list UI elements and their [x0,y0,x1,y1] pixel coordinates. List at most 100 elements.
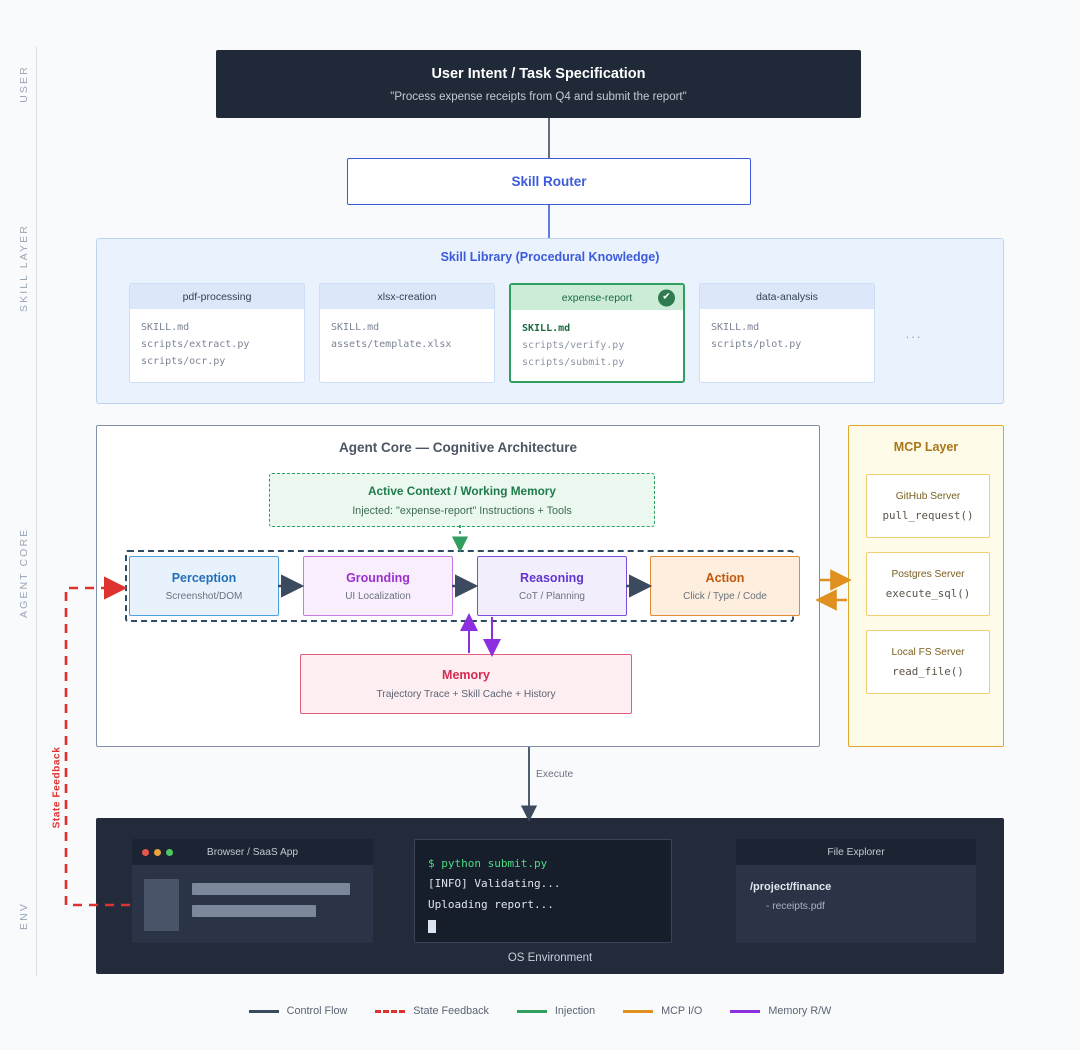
stage-subtitle: UI Localization [345,590,411,602]
legend-label: Control Flow [286,1005,348,1017]
skill-card-name: data-analysis [756,290,818,303]
memory-title: Memory [442,668,490,682]
traffic-lights-icon [142,848,173,856]
skill-card-files: SKILL.md scripts/plot.py [700,309,874,353]
browser-text-placeholder [192,883,350,895]
skill-router-title: Skill Router [511,174,587,189]
user-intent-box: User Intent / Task Specification "Proces… [216,50,861,118]
terminal-line: [INFO] Validating... [428,877,561,891]
legend-label: MCP I/O [661,1005,703,1017]
mcp-server-postgres[interactable]: Postgres Server execute_sql() [866,552,990,616]
legend-item-state-feedback: State Feedback [375,1005,489,1017]
rail-label-skill-layer: SKILL LAYER [18,224,30,312]
mcp-server-local-fs[interactable]: Local FS Server read_file() [866,630,990,694]
rail-label-env: ENV [18,902,30,930]
stage-subtitle: Click / Type / Code [683,590,767,602]
browser-text-placeholder [192,905,316,917]
mcp-server-fn: read_file() [892,664,964,678]
legend-swatch [730,1009,761,1013]
browser-pane-header: Browser / SaaS App [132,839,373,865]
browser-pane-label: Browser / SaaS App [206,846,299,858]
rail-label-user: USER [18,65,30,103]
active-context-box: Active Context / Working Memory Injected… [269,473,655,527]
skill-card-header: pdf-processing [130,284,304,309]
mcp-layer-title: MCP Layer [893,440,959,454]
legend-label: State Feedback [413,1005,489,1017]
memory-box[interactable]: Memory Trajectory Trace + Skill Cache + … [300,654,632,714]
mcp-server-fn: pull_request() [882,508,974,522]
memory-subtitle: Trajectory Trace + Skill Cache + History [376,689,556,700]
terminal-line: $ python submit.py [428,857,548,870]
check-icon: ✔ [658,289,675,306]
skill-file: scripts/ocr.py [141,356,226,368]
skill-library-ellipsis: ... [905,325,923,341]
stage-title: Perception [171,570,237,585]
legend-item-injection: Injection [516,1005,596,1017]
stage-subtitle: CoT / Planning [519,590,585,602]
file-explorer-path: /project/finance [750,881,832,893]
stage-title: Action [705,570,745,585]
skill-file: assets/template.xlsx [331,339,452,351]
legend-item-mcp-io: MCP I/O [623,1005,702,1017]
skill-file: SKILL.md [141,322,190,333]
stage-title: Grounding [346,570,410,585]
skill-card-pdf-processing[interactable]: pdf-processing SKILL.md scripts/extract.… [129,283,305,383]
skill-card-name: pdf-processing [182,290,252,303]
skill-file: SKILL.md [522,323,571,334]
active-context-subtitle: Injected: "expense-report" Instructions … [352,504,572,517]
stage-perception[interactable]: Perception Screenshot/DOM [129,556,279,616]
os-environment-title: OS Environment [507,952,593,964]
user-intent-subtitle: "Process expense receipts from Q4 and su… [390,90,687,103]
skill-library-panel: Skill Library (Procedural Knowledge) pdf… [96,238,1004,404]
file-explorer-pane[interactable]: File Explorer /project/finance - receipt… [736,839,976,943]
user-intent-title: User Intent / Task Specification [431,65,646,82]
agent-core-title: Agent Core — Cognitive Architecture [338,440,578,455]
skill-card-header: expense-report ✔ [511,285,683,310]
stage-grounding[interactable]: Grounding UI Localization [303,556,453,616]
file-explorer-item[interactable]: - receipts.pdf [766,901,825,912]
skill-library-title: Skill Library (Procedural Knowledge) [440,250,660,264]
skill-router-box[interactable]: Skill Router [347,158,751,205]
skill-card-name: expense-report [561,291,633,304]
stage-title: Reasoning [520,570,584,585]
skill-card-expense-report[interactable]: expense-report ✔ SKILL.md scripts/verify… [509,283,685,383]
stage-action[interactable]: Action Click / Type / Code [650,556,800,616]
skill-file: scripts/extract.py [141,339,250,351]
mcp-server-name: Postgres Server [891,568,965,580]
file-explorer-label: File Explorer [827,846,885,858]
skill-card-files: SKILL.md assets/template.xlsx [320,309,494,353]
skill-card-name: xlsx-creation [377,290,437,303]
legend-item-memory-rw: Memory R/W [730,1005,831,1017]
legend-item-control-flow: Control Flow [248,1005,348,1017]
skill-card-data-analysis[interactable]: data-analysis SKILL.md scripts/plot.py [699,283,875,383]
os-environment-panel: Browser / SaaS App $ python submit.py [I… [96,818,1004,974]
skill-file: scripts/verify.py [522,340,625,352]
skill-file: SKILL.md [331,322,380,333]
file-explorer-header: File Explorer [736,839,976,865]
legend-swatch [375,1009,406,1013]
legend-swatch [248,1009,279,1013]
skill-card-xlsx-creation[interactable]: xlsx-creation SKILL.md assets/template.x… [319,283,495,383]
browser-pane[interactable]: Browser / SaaS App [132,839,373,943]
browser-thumbnail-placeholder [144,879,179,931]
skill-card-files: SKILL.md scripts/verify.py scripts/submi… [511,310,683,372]
stage-reasoning[interactable]: Reasoning CoT / Planning [477,556,627,616]
mcp-server-fn: execute_sql() [885,586,971,600]
skill-card-header: data-analysis [700,284,874,309]
terminal-line: Uploading report... [428,897,554,911]
legend-swatch [623,1009,654,1013]
terminal-cursor [428,920,436,934]
mcp-layer-panel: MCP Layer GitHub Server pull_request() P… [848,425,1004,747]
agent-core-panel: Agent Core — Cognitive Architecture Acti… [96,425,820,747]
rail-label-agent-core: AGENT CORE [18,527,30,618]
legend: Control Flow State Feedback Injection MC… [0,1000,1080,1022]
terminal-pane[interactable]: $ python submit.py [INFO] Validating... … [414,839,672,943]
rail-divider [36,46,37,976]
mcp-server-name: GitHub Server [895,490,961,502]
stage-subtitle: Screenshot/DOM [165,590,243,602]
legend-label: Injection [554,1005,596,1017]
connector-label-execute: Execute [536,769,574,780]
mcp-server-github[interactable]: GitHub Server pull_request() [866,474,990,538]
file-explorer-body: /project/finance - receipts.pdf [736,865,976,928]
active-context-title: Active Context / Working Memory [368,483,556,498]
